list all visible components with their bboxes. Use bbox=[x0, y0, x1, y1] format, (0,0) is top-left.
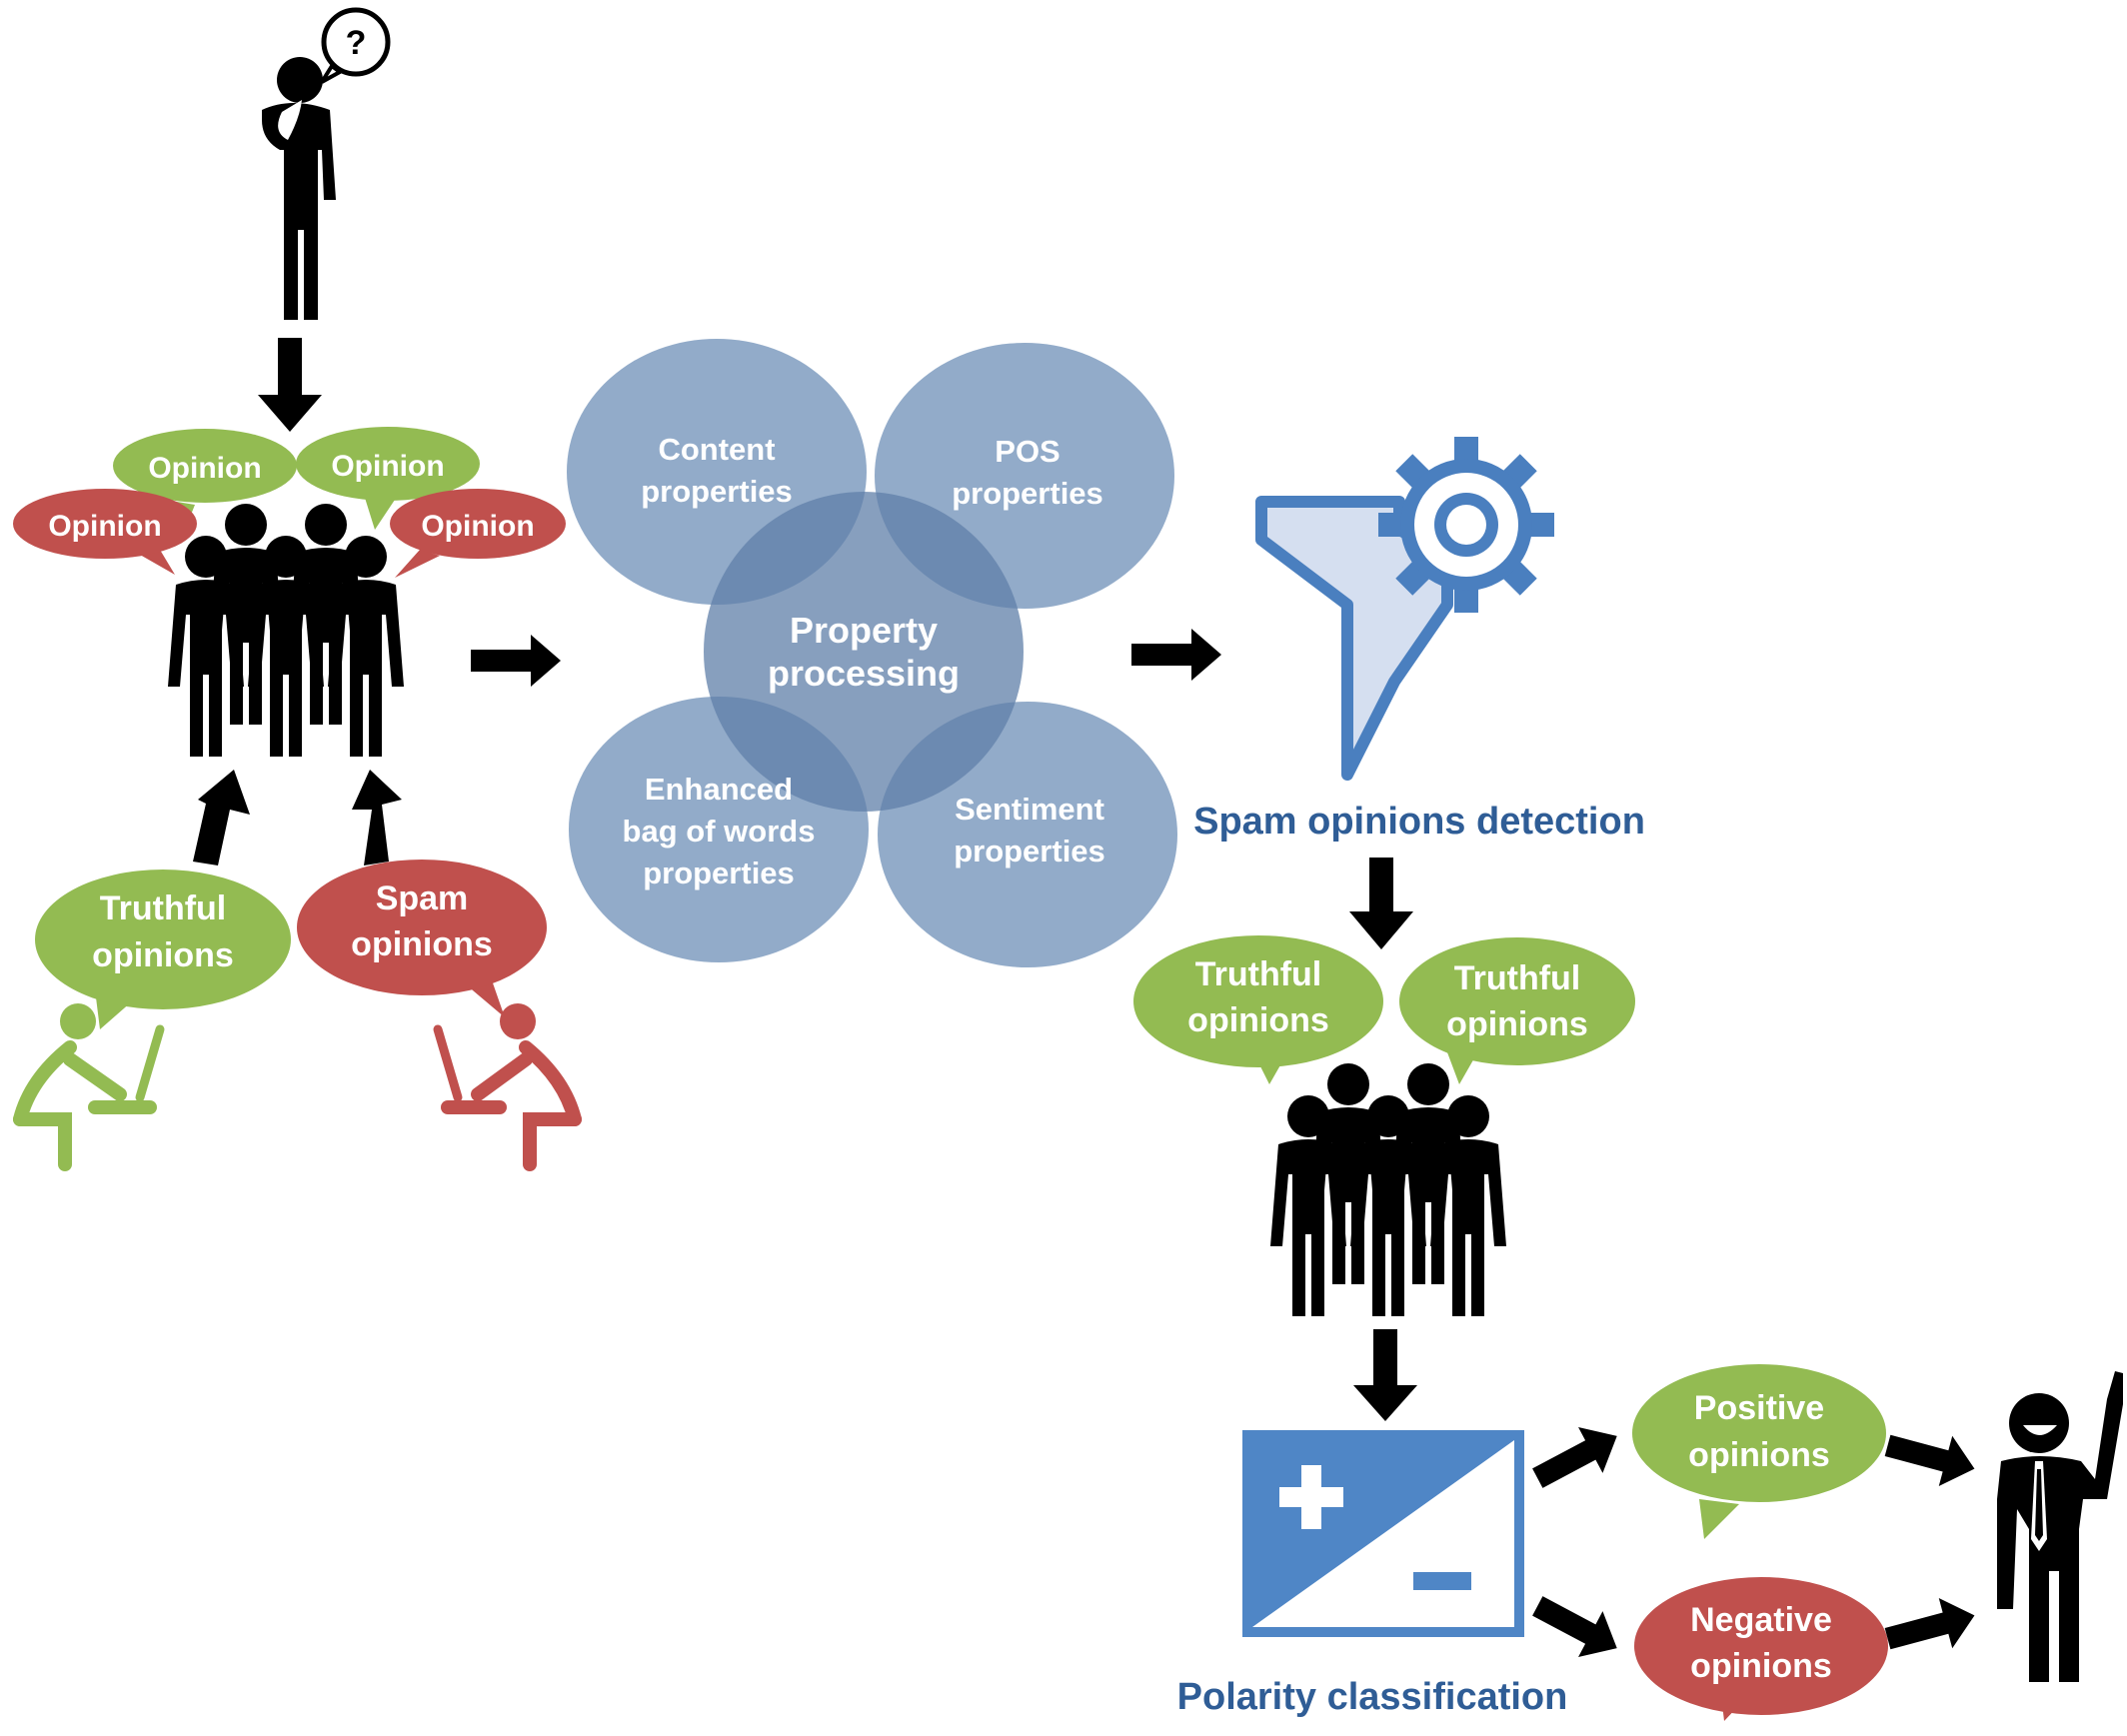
filter-gear-icon bbox=[1255, 437, 1554, 781]
truthful-opinions-bubble-left: Truthful opinions bbox=[35, 869, 291, 1029]
svg-text:Truthful: Truthful bbox=[100, 889, 227, 927]
truthful-opinions-bubble-right-1: Truthful opinions bbox=[1133, 935, 1383, 1084]
svg-text:Enhanced: Enhanced bbox=[645, 772, 793, 807]
truthful-opinions-bubble-right-2: Truthful opinions bbox=[1399, 937, 1635, 1084]
svg-text:properties: properties bbox=[954, 834, 1105, 868]
svg-text:properties: properties bbox=[643, 856, 795, 890]
svg-text:Opinion: Opinion bbox=[331, 450, 444, 483]
spam-opinions-bubble-left: Spam opinions bbox=[297, 860, 547, 1017]
arrow-down-2 bbox=[1349, 858, 1413, 949]
question-mark: ? bbox=[346, 24, 367, 62]
property-venn: Content properties POS properties Proper… bbox=[567, 339, 1177, 967]
svg-text:Truthful: Truthful bbox=[1195, 955, 1322, 993]
svg-text:Truthful: Truthful bbox=[1454, 959, 1581, 997]
svg-text:Spam: Spam bbox=[376, 879, 469, 917]
negative-opinions-bubble: Negative opinions bbox=[1634, 1577, 1888, 1721]
polarity-label: Polarity classification bbox=[1177, 1676, 1568, 1718]
person-at-desk-icon-red bbox=[433, 1003, 582, 1171]
svg-text:POS: POS bbox=[995, 434, 1060, 469]
svg-text:Opinion: Opinion bbox=[48, 510, 161, 543]
arrow-positive-to-person bbox=[1880, 1420, 1982, 1494]
opinion-bubble-2: Opinion bbox=[296, 427, 480, 530]
svg-text:opinions: opinions bbox=[1187, 1001, 1329, 1039]
person-at-desk-icon-green bbox=[13, 1003, 165, 1171]
svg-text:opinions: opinions bbox=[1446, 1005, 1588, 1043]
opinion-bubble-1: Opinion bbox=[113, 429, 297, 530]
svg-text:processing: processing bbox=[768, 653, 960, 694]
spam-detection-label: Spam opinions detection bbox=[1193, 801, 1645, 843]
crowd-icon-left bbox=[168, 504, 404, 757]
opinion-bubble-3: Opinion bbox=[13, 489, 197, 575]
arrow-right-1 bbox=[471, 635, 561, 687]
svg-text:opinions: opinions bbox=[1688, 1436, 1830, 1474]
opinion-bubble-4: Opinion bbox=[390, 489, 566, 578]
svg-text:properties: properties bbox=[641, 474, 793, 509]
svg-text:Sentiment: Sentiment bbox=[955, 792, 1104, 827]
svg-text:opinions: opinions bbox=[92, 936, 234, 974]
crowd-icon-right bbox=[1270, 1063, 1506, 1316]
svg-text:Content: Content bbox=[658, 432, 775, 467]
svg-text:Opinion: Opinion bbox=[421, 510, 534, 543]
arrow-up-right bbox=[352, 770, 402, 866]
svg-text:Positive: Positive bbox=[1694, 1389, 1824, 1427]
plus-minus-icon bbox=[1242, 1430, 1524, 1637]
svg-text:Opinion: Opinion bbox=[148, 452, 261, 485]
svg-text:Property: Property bbox=[790, 610, 938, 651]
thinking-person-icon: ? bbox=[262, 7, 391, 320]
happy-person-icon bbox=[1997, 1371, 2123, 1682]
svg-text:properties: properties bbox=[952, 476, 1103, 511]
svg-text:bag of words: bag of words bbox=[623, 814, 816, 849]
arrow-right-2 bbox=[1131, 629, 1221, 681]
arrow-to-negative bbox=[1525, 1582, 1629, 1672]
arrow-down-3 bbox=[1353, 1329, 1417, 1421]
svg-text:opinions: opinions bbox=[1690, 1647, 1832, 1685]
arrow-down-1 bbox=[258, 338, 322, 432]
center-circle bbox=[704, 492, 1024, 812]
arrow-negative-to-person bbox=[1880, 1590, 1982, 1664]
svg-text:Negative: Negative bbox=[1690, 1601, 1832, 1639]
arrow-up-left bbox=[193, 770, 250, 866]
arrow-to-positive bbox=[1525, 1412, 1629, 1502]
positive-opinions-bubble: Positive opinions bbox=[1632, 1364, 1886, 1539]
svg-text:opinions: opinions bbox=[351, 925, 493, 963]
